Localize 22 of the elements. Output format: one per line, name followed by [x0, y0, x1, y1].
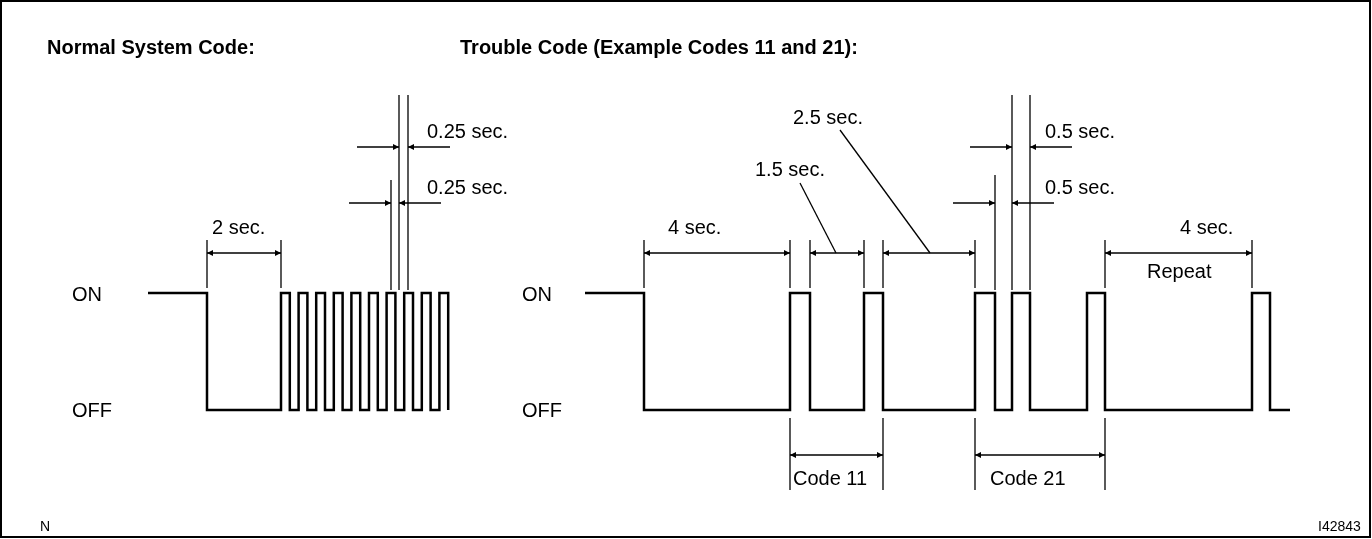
- dimension-label: 4 sec.: [668, 216, 722, 238]
- dimension-label: 2 sec.: [212, 216, 266, 238]
- dimension-label: 0.25 sec.: [427, 120, 509, 142]
- dimension-label: 0.5 sec.: [1045, 176, 1116, 198]
- state-label: OFF: [72, 399, 112, 421]
- leader-line: [799, 182, 837, 254]
- figure-number: I42843: [1318, 518, 1361, 534]
- dimension-label: 2.5 sec.: [793, 106, 864, 128]
- panel-heading: Trouble Code (Example Codes 11 and 21):: [460, 36, 858, 58]
- state-label: ON: [522, 283, 552, 305]
- corner-mark: N: [40, 518, 51, 534]
- dimension-label: 4 sec.: [1180, 216, 1234, 238]
- leader-line: [839, 129, 931, 254]
- panel-heading: Normal System Code:: [47, 36, 255, 58]
- state-label: ON: [72, 283, 102, 305]
- dimension-label: 0.25 sec.: [427, 176, 509, 198]
- code-label: Code 21: [990, 467, 1066, 489]
- dimension-label: 0.5 sec.: [1045, 120, 1116, 142]
- code-label: Code 11: [793, 467, 868, 489]
- state-label: OFF: [522, 399, 562, 421]
- dimension-label: 1.5 sec.: [755, 158, 826, 180]
- note-label: Repeat: [1147, 260, 1212, 282]
